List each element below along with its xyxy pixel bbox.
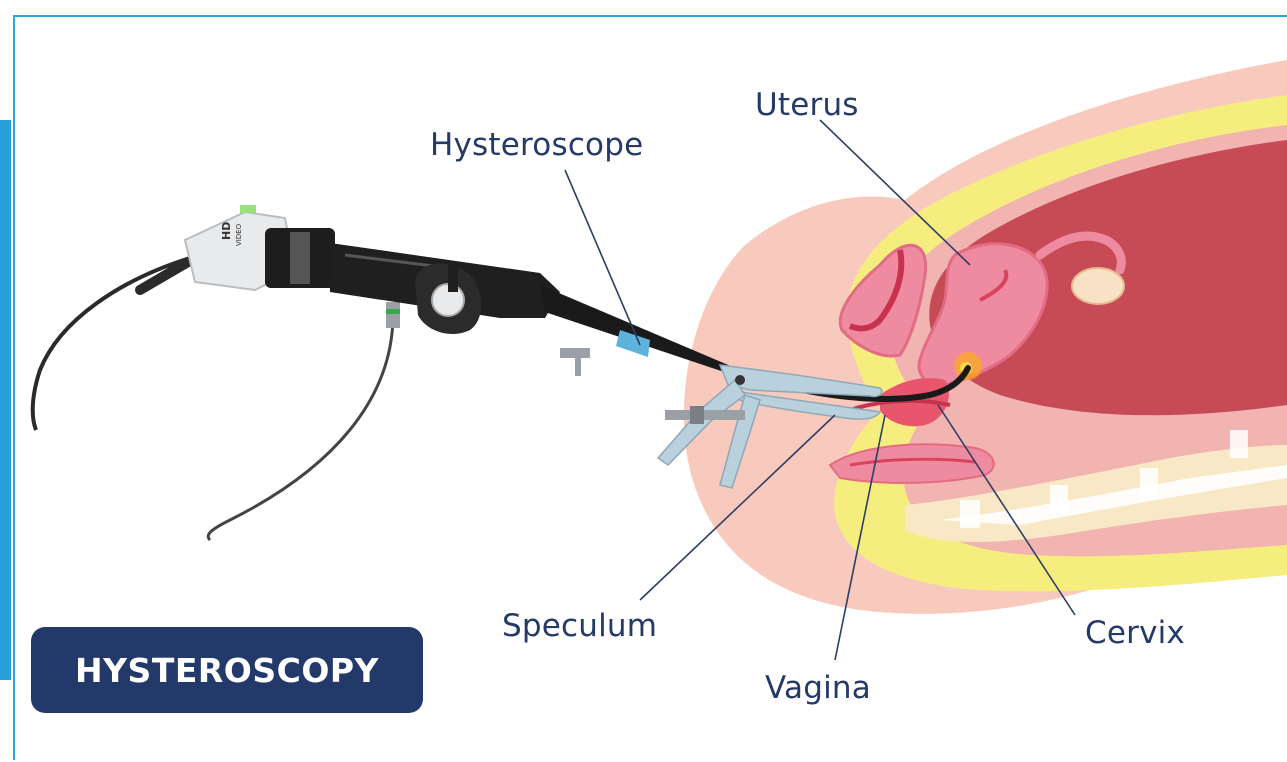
camera-video-text: VIDEO <box>235 223 243 246</box>
page-title: HYSTEROSCOPY <box>75 651 379 690</box>
label-hysteroscope: Hysteroscope <box>430 127 643 163</box>
label-uterus: Uterus <box>755 87 859 123</box>
camera-hd-text: HD <box>220 222 233 240</box>
anatomy-cross-section <box>684 60 1287 614</box>
label-vagina: Vagina <box>765 670 871 706</box>
label-speculum: Speculum <box>502 608 657 644</box>
label-cervix: Cervix <box>1085 615 1185 651</box>
title-badge: HYSTEROSCOPY <box>31 627 423 713</box>
